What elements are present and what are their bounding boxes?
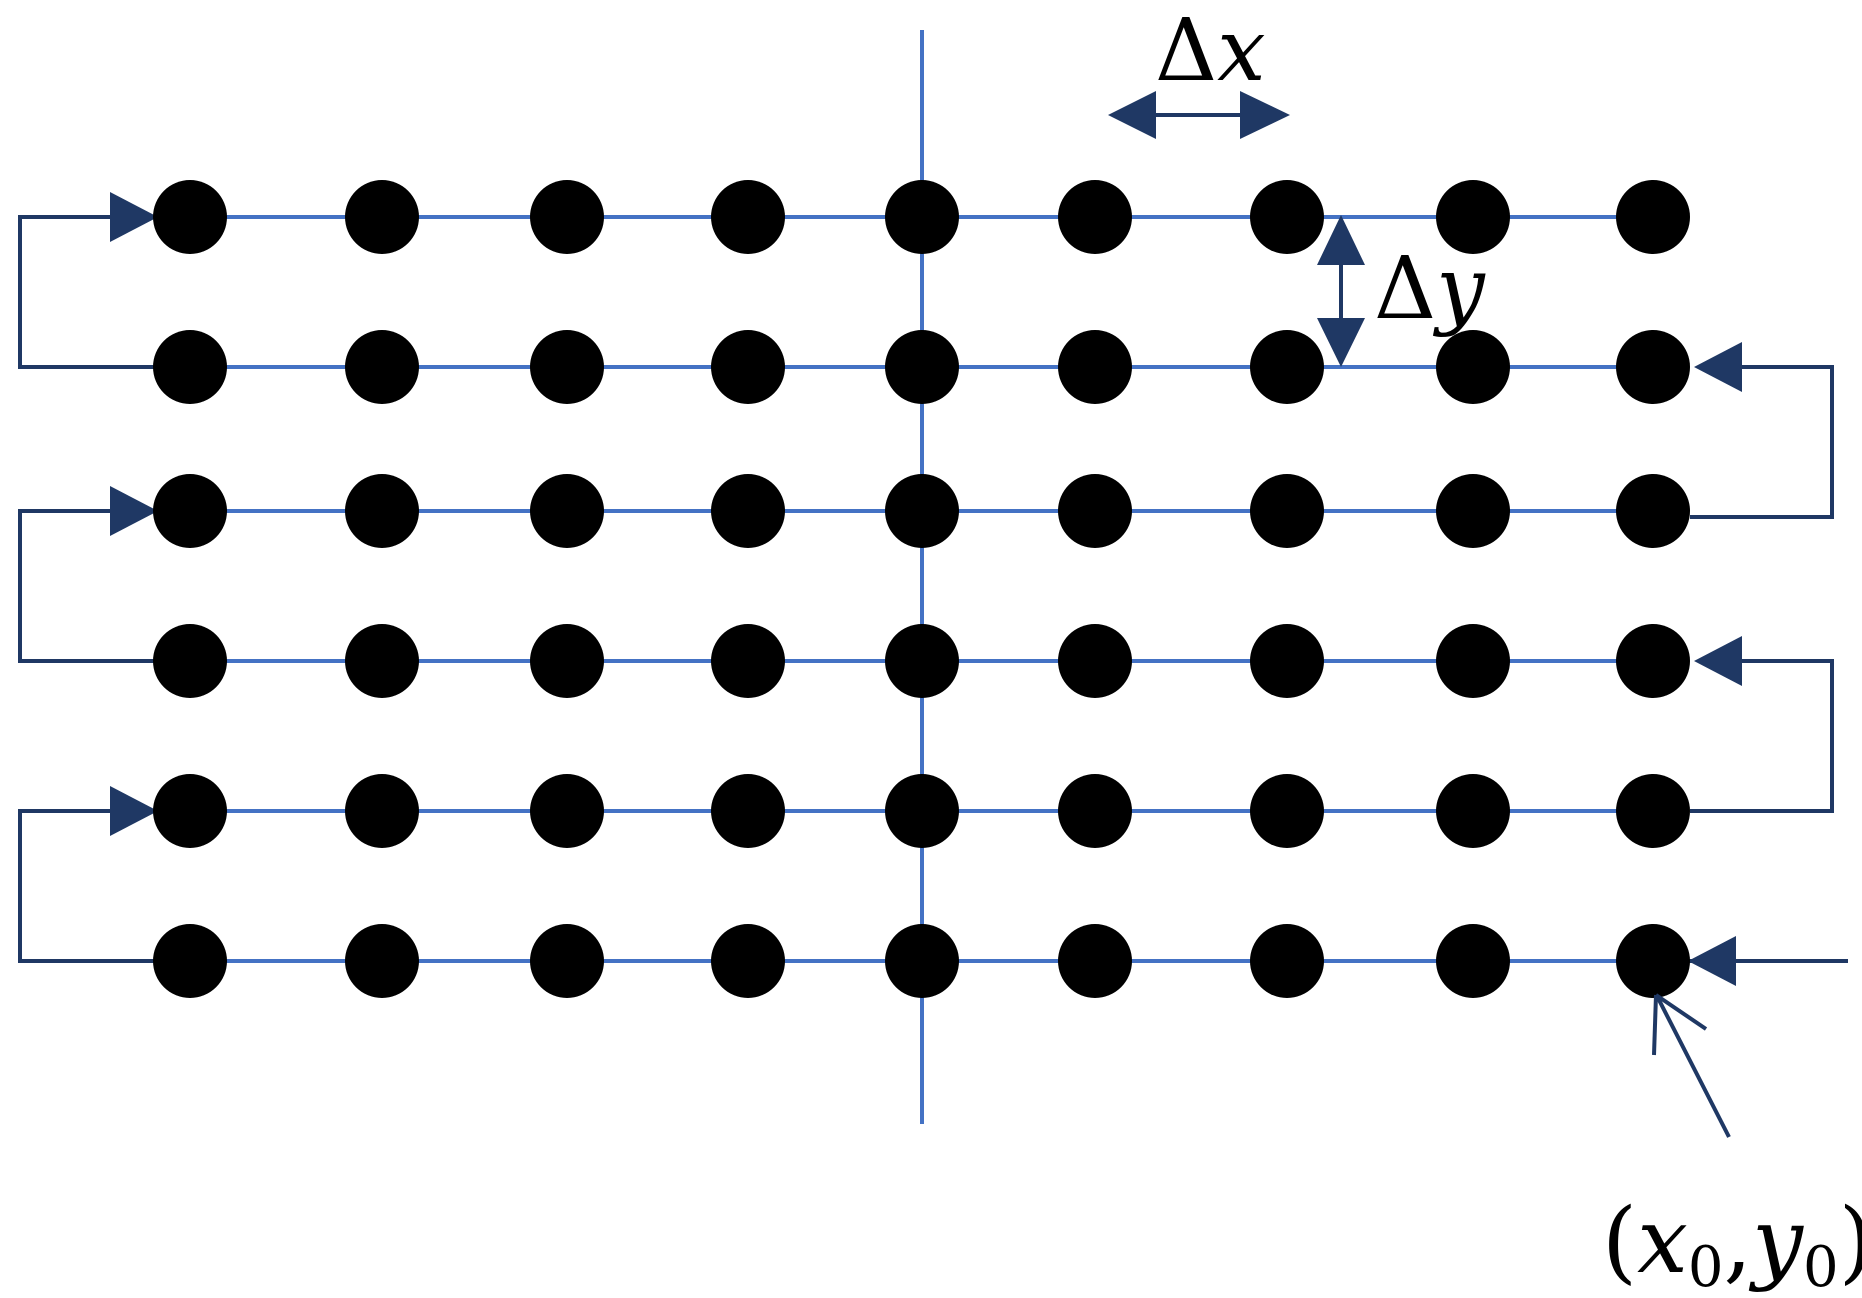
grid-point xyxy=(1250,474,1324,548)
delta-x-dimension xyxy=(1108,91,1290,139)
close-paren: ) xyxy=(1839,1189,1862,1294)
grid-point xyxy=(711,624,785,698)
grid-point xyxy=(153,330,227,404)
grid-point xyxy=(153,924,227,998)
grid-point xyxy=(1616,774,1690,848)
y-variable: y xyxy=(1432,239,1486,339)
grid-point xyxy=(530,180,604,254)
grid-point xyxy=(1616,330,1690,404)
grid-point xyxy=(885,624,959,698)
grid-point xyxy=(1436,924,1510,998)
scan-path-connector xyxy=(18,509,165,663)
grid-point xyxy=(153,474,227,548)
right-arrowhead xyxy=(110,786,158,836)
comma: , xyxy=(1724,1189,1753,1294)
y-subscript: 0 xyxy=(1803,1235,1839,1298)
grid-point xyxy=(711,474,785,548)
delta-y-label: Δy xyxy=(1374,239,1486,339)
open-paren: ( xyxy=(1602,1189,1637,1294)
grid-point xyxy=(345,924,419,998)
delta-symbol: Δ xyxy=(1374,239,1436,339)
grid-point xyxy=(885,330,959,404)
grid-point xyxy=(1250,774,1324,848)
down-arrowhead xyxy=(1317,318,1365,367)
origin-pointer-head xyxy=(1652,994,1658,1056)
grid-point xyxy=(1058,924,1132,998)
grid-point xyxy=(885,774,959,848)
scan-path-connector xyxy=(1690,365,1834,519)
grid-point xyxy=(885,924,959,998)
grid-point xyxy=(885,474,959,548)
left-arrowhead xyxy=(1694,342,1742,392)
up-arrowhead xyxy=(1317,215,1365,265)
right-arrowhead xyxy=(1240,91,1290,139)
grid-point xyxy=(1058,624,1132,698)
left-arrowhead xyxy=(1694,636,1742,686)
grid-point xyxy=(530,330,604,404)
grid-point xyxy=(1436,330,1510,404)
grid-point xyxy=(1250,924,1324,998)
direction-arrows xyxy=(110,192,1742,986)
grid-point xyxy=(711,924,785,998)
grid-point xyxy=(1616,924,1690,998)
x-variable: x xyxy=(1637,1189,1688,1294)
x-subscript: 0 xyxy=(1688,1235,1724,1298)
grid-point xyxy=(1616,474,1690,548)
grid-point xyxy=(711,180,785,254)
grid-point xyxy=(530,774,604,848)
grid-point xyxy=(1058,474,1132,548)
y-variable: y xyxy=(1748,1189,1804,1294)
grid-point xyxy=(711,774,785,848)
grid-point xyxy=(530,924,604,998)
grid-point xyxy=(530,474,604,548)
origin-label: (x0,y0) xyxy=(1602,1189,1862,1298)
grid-point xyxy=(1250,330,1324,404)
grid-point xyxy=(711,330,785,404)
grid-point xyxy=(153,624,227,698)
grid-point xyxy=(345,624,419,698)
origin-pointer-line xyxy=(1656,997,1731,1138)
left-arrowhead xyxy=(1108,91,1156,139)
x-variable: x xyxy=(1217,1,1266,101)
left-arrowhead xyxy=(1688,936,1736,986)
grid-points xyxy=(153,180,1690,998)
grid-point xyxy=(885,180,959,254)
grid-point xyxy=(1058,774,1132,848)
grid-point xyxy=(1250,180,1324,254)
right-arrowhead xyxy=(110,192,158,242)
grid-point xyxy=(1436,624,1510,698)
right-arrowhead xyxy=(110,486,158,536)
grid-point xyxy=(1616,180,1690,254)
grid-point xyxy=(1250,624,1324,698)
grid-point xyxy=(1058,330,1132,404)
scan-path-connector xyxy=(1690,659,1834,813)
scan-path-connector xyxy=(18,215,165,369)
scan-path-connector xyxy=(18,809,165,963)
grid-point xyxy=(1436,774,1510,848)
grid-point xyxy=(153,774,227,848)
grid-point xyxy=(1436,474,1510,548)
grid-point xyxy=(1616,624,1690,698)
delta-y-dimension xyxy=(1317,215,1365,367)
grid-point xyxy=(345,474,419,548)
grid-point xyxy=(345,180,419,254)
grid-point xyxy=(153,180,227,254)
origin-pointer xyxy=(1652,993,1731,1138)
delta-symbol: Δ xyxy=(1155,1,1217,101)
grid-point xyxy=(345,774,419,848)
grid-point xyxy=(1436,180,1510,254)
grid-point xyxy=(530,624,604,698)
origin-pointer-head xyxy=(1654,993,1708,1031)
grid-point xyxy=(1058,180,1132,254)
delta-x-label: Δx xyxy=(1155,1,1266,101)
scan-path xyxy=(18,215,1848,963)
grid-point xyxy=(345,330,419,404)
